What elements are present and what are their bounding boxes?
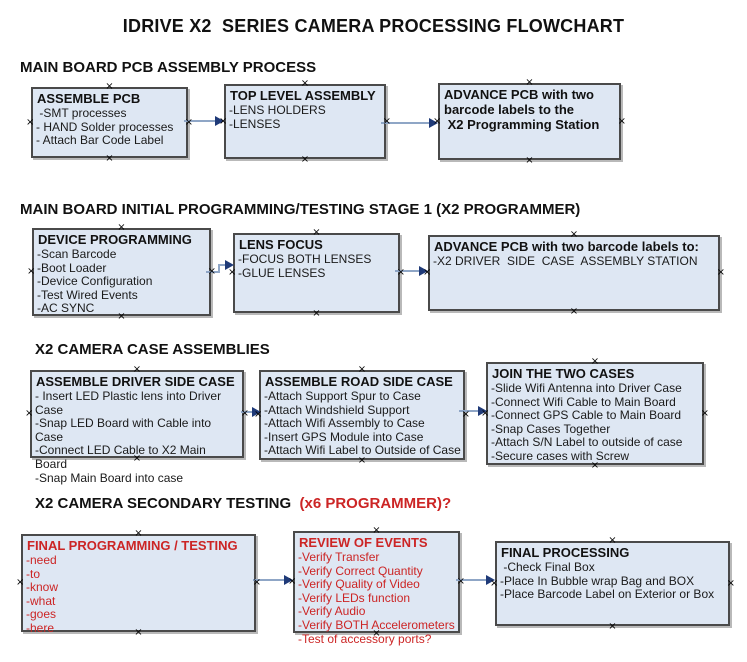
flow-box-final-processing: × × × × FINAL PROCESSING -Check Final Bo… <box>490 536 735 632</box>
connection-point-icon: × <box>132 453 142 464</box>
box-title: ADVANCE PCB with two barcode labels to t… <box>444 87 600 132</box>
connection-point-icon: × <box>312 227 321 238</box>
connection-point-icon: × <box>590 460 600 471</box>
connection-point-icon: × <box>396 267 405 278</box>
flow-box-review-of-events: × × × × REVIEW OF EVENTS -Verify Transfe… <box>288 526 465 646</box>
box-title: DEVICE PROGRAMMING <box>38 232 192 247</box>
connection-point-icon: × <box>117 222 126 233</box>
connection-point-icon: × <box>16 577 25 588</box>
connection-point-icon: × <box>569 306 579 317</box>
connector-arrow-icon <box>381 118 438 128</box>
connection-point-icon: × <box>252 577 261 588</box>
connection-point-icon: × <box>372 525 381 536</box>
box-title: ASSEMBLE DRIVER SIDE CASE <box>36 374 235 389</box>
connection-point-icon: × <box>207 266 216 277</box>
flow-box-join-the-two-cases: × × × × JOIN THE TWO CASES -Slide Wifi A… <box>481 357 709 471</box>
box-items: -Scan Barcode -Boot Loader -Device Confi… <box>37 247 153 316</box>
box-title: FINAL PROGRAMMING / TESTING <box>27 538 238 553</box>
connection-point-icon: × <box>423 267 432 278</box>
connection-point-icon: × <box>490 577 499 589</box>
page-title: IDRIVE X2 SERIES CAMERA PROCESSING FLOWC… <box>122 16 625 36</box>
connector-arrow-icon <box>206 260 234 273</box>
connection-point-icon: × <box>700 407 709 419</box>
box-items: -Attach Support Spur to Case -Attach Win… <box>264 389 461 458</box>
connection-point-icon: × <box>357 364 367 375</box>
connector-arrow-icon <box>241 407 261 417</box>
flow-box-assemble-road-side-case: × × × × ASSEMBLE ROAD SIDE CASE -Attach … <box>254 365 470 466</box>
flow-box-lens-focus: × × × × LENS FOCUS -FOCUS BOTH LENSES -G… <box>228 228 405 319</box>
connection-point-icon: × <box>254 409 263 420</box>
connection-point-icon: × <box>726 577 735 589</box>
box-title: FINAL PROCESSING <box>501 545 630 560</box>
box-title: TOP LEVEL ASSEMBLY <box>230 88 376 103</box>
connection-point-icon: × <box>240 408 249 419</box>
flow-box-device-programming: × × × × DEVICE PROGRAMMING -Scan Barcode… <box>27 223 216 322</box>
connector-arrow-icon <box>459 406 487 416</box>
connection-point-icon: × <box>27 266 36 277</box>
connection-point-icon: × <box>590 356 600 367</box>
connection-point-icon: × <box>219 115 228 127</box>
flow-box-top-level-assembly: × × × × TOP LEVEL ASSEMBLY -LENS HOLDERS… <box>219 79 391 165</box>
connector-arrow-icon <box>184 116 224 126</box>
connection-point-icon: × <box>716 267 725 278</box>
box-title: ADVANCE PCB with two barcode labels to: <box>434 239 699 254</box>
connection-point-icon: × <box>105 81 114 92</box>
flow-box-assemble-pcb: × × × × ASSEMBLE PCB -SMT processes - HA… <box>26 82 193 164</box>
box-items: -LENS HOLDERS -LENSES <box>229 103 326 131</box>
box-items: - Insert LED Plastic lens into Driver Ca… <box>35 389 222 485</box>
connection-point-icon: × <box>617 115 626 127</box>
connection-point-icon: × <box>525 77 534 88</box>
box-items <box>440 132 619 133</box>
flow-box-advance-pcb-programming-station: × × × × ADVANCE PCB with two barcode lab… <box>433 78 626 166</box>
box-items: -SMT processes - HAND Solder processes -… <box>36 106 174 148</box>
connection-point-icon: × <box>25 408 34 419</box>
section-header-initial-programming: MAIN BOARD INITIAL PROGRAMMING/TESTING S… <box>20 201 581 218</box>
connector-arrow-icon <box>253 575 293 585</box>
connection-point-icon: × <box>372 628 381 639</box>
box-title: ASSEMBLE PCB <box>37 91 141 106</box>
connection-point-icon: × <box>456 576 465 587</box>
connection-point-icon: × <box>312 308 321 319</box>
connection-point-icon: × <box>228 267 237 278</box>
box-items: -Check Final Box -Place In Bubble wrap B… <box>500 560 715 602</box>
connection-point-icon: × <box>569 229 579 240</box>
connection-point-icon: × <box>433 115 442 127</box>
box-items: -FOCUS BOTH LENSES -GLUE LENSES <box>238 252 372 280</box>
box-title: LENS FOCUS <box>239 237 323 252</box>
connection-point-icon: × <box>300 154 310 165</box>
connector-arrow-icon <box>395 266 428 276</box>
connection-point-icon: × <box>300 78 310 89</box>
connection-point-icon: × <box>134 528 143 539</box>
connection-point-icon: × <box>608 621 617 632</box>
section-header-red-text: (x6 PROGRAMMER)? <box>295 495 452 512</box>
flow-box-advance-pcb-driver-side-station: × × × × ADVANCE PCB with two barcode lab… <box>423 230 725 317</box>
connection-point-icon: × <box>26 116 35 128</box>
box-items: -Slide Wifi Antenna into Driver Case -Co… <box>491 381 683 463</box>
connection-point-icon: × <box>382 115 391 127</box>
connection-point-icon: × <box>288 576 297 587</box>
connection-point-icon: × <box>184 116 193 128</box>
connection-point-icon: × <box>117 311 126 322</box>
flow-box-assemble-driver-side-case: × × × × ASSEMBLE DRIVER SIDE CASE - Inse… <box>25 365 249 485</box>
connection-point-icon: × <box>105 153 114 164</box>
box-title: JOIN THE TWO CASES <box>492 366 635 381</box>
flow-box-final-programming-testing: × × × × FINAL PROGRAMMING / TESTING -nee… <box>16 529 261 638</box>
connector-arrow-icon <box>456 575 495 585</box>
box-title: REVIEW OF EVENTS <box>299 535 428 550</box>
section-header-case-assemblies: X2 CAMERA CASE ASSEMBLIES <box>35 341 270 358</box>
section-header-black-text: X2 CAMERA SECONDARY TESTING <box>35 495 296 512</box>
connection-point-icon: × <box>608 535 617 546</box>
box-title: ASSEMBLE ROAD SIDE CASE <box>265 374 453 389</box>
connection-point-icon: × <box>134 627 143 638</box>
connection-point-icon: × <box>525 155 534 166</box>
connection-point-icon: × <box>481 407 490 419</box>
connection-point-icon: × <box>132 364 142 375</box>
box-items: -X2 DRIVER SIDE CASE ASSEMBLY STATION <box>433 254 698 268</box>
connection-point-icon: × <box>357 455 367 466</box>
connection-point-icon: × <box>461 409 470 420</box>
box-items: -Verify Transfer -Verify Correct Quantit… <box>298 550 455 646</box>
section-header-pcb-assembly: MAIN BOARD PCB ASSEMBLY PROCESS <box>20 59 317 76</box>
box-items: -need -to -know -what -goes -here <box>26 553 59 635</box>
section-header-secondary-testing: X2 CAMERA SECONDARY TESTING (x6 PROGRAMM… <box>35 495 451 512</box>
